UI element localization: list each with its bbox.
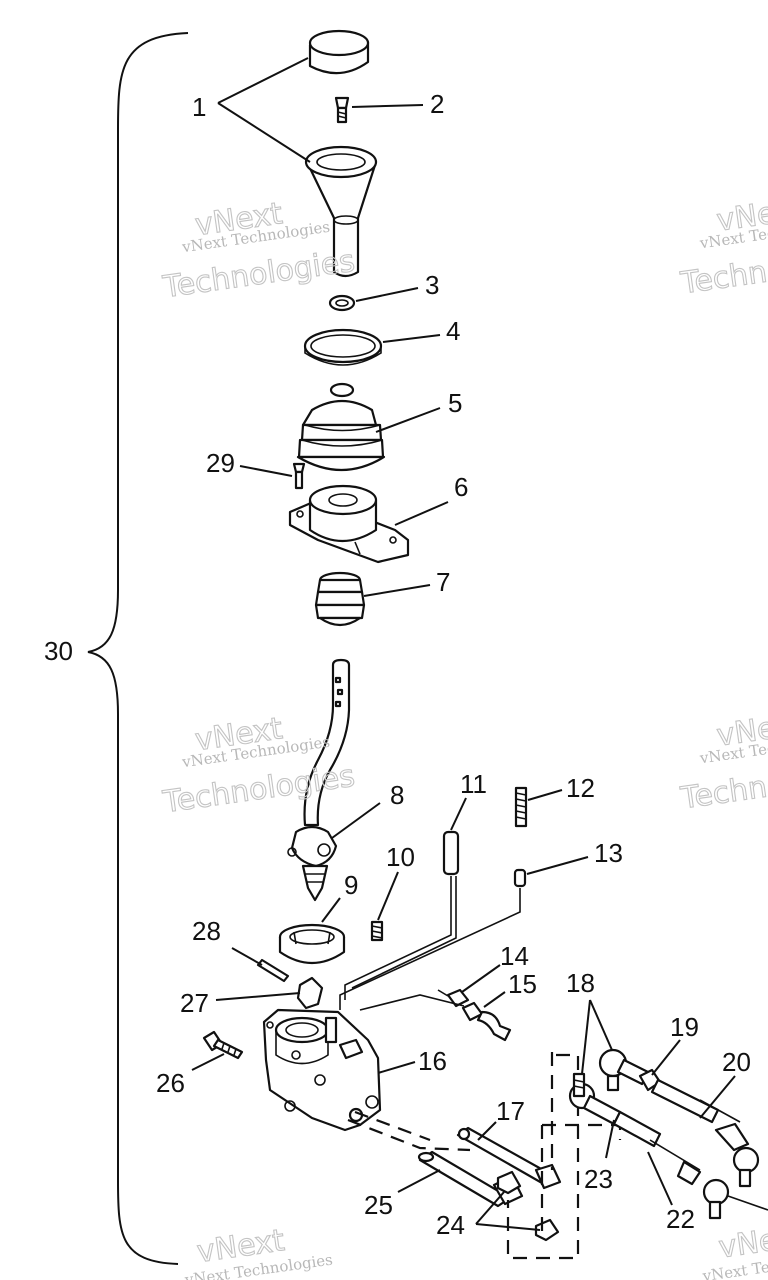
cable-part-22 [612, 1110, 768, 1220]
callout-13: 13 [594, 838, 623, 868]
nuts-part-24 [496, 1170, 560, 1242]
spring-part-10 [370, 920, 384, 942]
watermark-top-left: vNext vNext Technologies Technologies [160, 196, 358, 306]
bellows-part-7 [314, 571, 366, 627]
callout-20: 20 [722, 1047, 751, 1077]
callout-5: 5 [448, 388, 462, 418]
callout-17: 17 [496, 1096, 525, 1126]
callout-4: 4 [446, 316, 460, 346]
callout-25: 25 [364, 1190, 393, 1220]
callout-8: 8 [390, 780, 404, 810]
shift-lever-part-8 [287, 658, 351, 902]
ball-joint-lower [568, 1072, 622, 1126]
ball-joint-upper [598, 1048, 650, 1092]
retainer-plate-part-6 [288, 484, 410, 564]
callout-3: 3 [425, 270, 439, 300]
callout-12: 12 [566, 773, 595, 803]
pin-part-28 [256, 958, 290, 983]
shift-knob [304, 145, 378, 278]
watermark-bottom-right: vNext vNext Technologies [701, 1218, 768, 1280]
watermark-mid-right: vNext vNext Technologies Technologies [677, 706, 768, 817]
callout-19: 19 [670, 1012, 699, 1042]
watermark-top-right: vNext vNext Technologies Technologies [677, 191, 768, 302]
callout-10: 10 [386, 842, 415, 872]
watermark-bottom-left: vNext vNext Technologies [183, 1223, 334, 1280]
callout-18: 18 [566, 968, 595, 998]
knob-cap [308, 29, 370, 75]
stud-part-12 [514, 786, 528, 828]
screw-part-2 [334, 96, 350, 124]
callout-11: 11 [460, 769, 487, 799]
callout-2: 2 [430, 89, 444, 119]
callout-29: 29 [206, 448, 235, 478]
screw-part-29 [292, 462, 306, 490]
callout-7: 7 [436, 567, 450, 597]
switch-part-14 [437, 988, 470, 1008]
part-13 [513, 868, 527, 888]
detent-part-27 [296, 976, 324, 1010]
callout-28: 28 [192, 916, 221, 946]
bolt-part-26 [202, 1030, 244, 1060]
sensor-part-15 [461, 1001, 512, 1042]
callout-23: 23 [584, 1164, 613, 1194]
callout-1: 1 [192, 92, 206, 122]
callout-24: 24 [436, 1210, 465, 1240]
callout-14: 14 [500, 941, 529, 971]
callout-labels: 1 2 3 4 5 6 7 8 9 10 11 12 13 14 15 16 1… [44, 89, 751, 1240]
small-ring-part-3 [328, 294, 356, 312]
callout-9: 9 [344, 870, 358, 900]
assembly-brace [87, 32, 189, 1265]
watermark-group: vNext vNext Technologies Technologies vN… [160, 191, 768, 1280]
callout-30: 30 [44, 636, 73, 666]
rubber-boot-part-5 [296, 382, 386, 472]
callout-16: 16 [418, 1046, 447, 1076]
shifter-housing-part-16 [262, 1008, 382, 1132]
callout-22: 22 [666, 1204, 695, 1234]
bushing-part-9 [278, 923, 346, 964]
pin-part-11 [442, 830, 460, 876]
callout-6: 6 [454, 472, 468, 502]
callout-27: 27 [180, 988, 209, 1018]
cable-end-part-17 [456, 1126, 562, 1190]
callout-26: 26 [156, 1068, 185, 1098]
large-ring-part-4 [303, 328, 383, 366]
cable-part-20 [650, 1078, 760, 1188]
callout-15: 15 [508, 969, 537, 999]
